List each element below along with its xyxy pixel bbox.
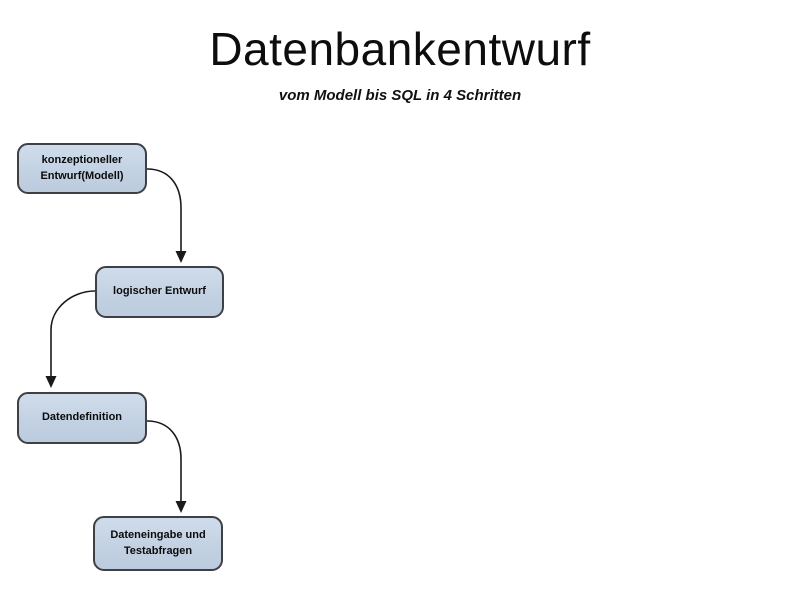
arrow-step3-to-step4 (146, 420, 187, 513)
diagram-node-datendefinition: Datendefinition (17, 392, 147, 444)
node-label-line: Dateneingabe und (110, 528, 206, 541)
page-title: Datenbankentwurf (209, 23, 591, 75)
arrow-step2-to-step3 (45, 290, 96, 388)
arrow-step1-to-step2 (146, 168, 187, 263)
node-label-line: Testabfragen (123, 544, 193, 557)
node-label-line: Entwurf(Modell) (40, 169, 124, 182)
diagram-node-konzeptioneller-entwurf: konzeptioneller Entwurf(Modell) (17, 143, 147, 194)
page-subtitle: vom Modell bis SQL in 4 Schritten (278, 87, 522, 104)
node-label-line: konzeptioneller (41, 153, 123, 166)
diagram-node-dateneingabe-testabfragen: Dateneingabe und Testabfragen (93, 516, 223, 571)
diagram-node-logischer-entwurf: logischer Entwurf (95, 266, 224, 318)
node-label-line: logischer Entwurf (113, 285, 206, 298)
node-label-line: Datendefinition (41, 411, 123, 424)
